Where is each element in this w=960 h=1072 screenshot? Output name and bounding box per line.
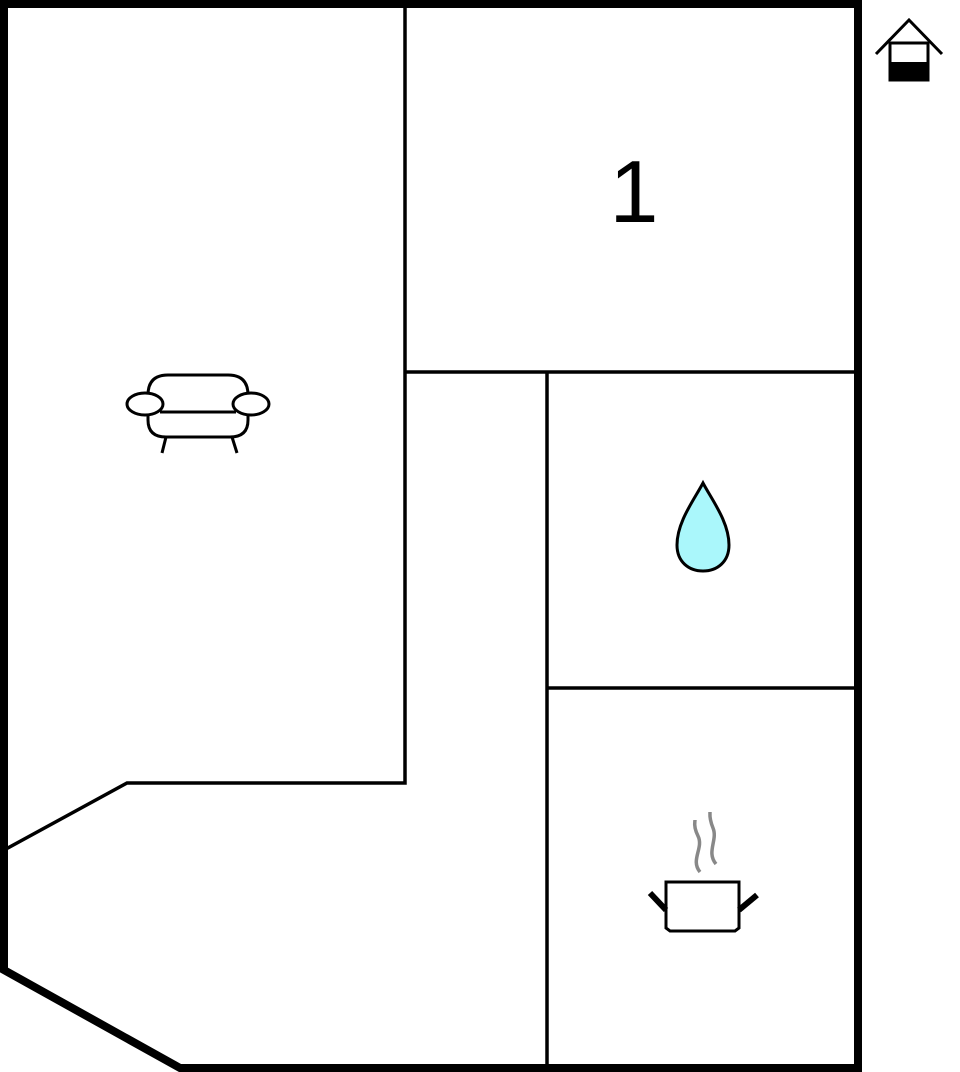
house-floor-icon: [874, 17, 944, 82]
interior-walls: [5, 4, 858, 1068]
sofa-icon: [125, 373, 271, 454]
cooking-pot-icon: [647, 811, 759, 933]
bedroom-number-label: 1: [610, 142, 659, 241]
exterior-wall: [0, 0, 862, 1072]
water-drop-icon: [675, 479, 731, 573]
